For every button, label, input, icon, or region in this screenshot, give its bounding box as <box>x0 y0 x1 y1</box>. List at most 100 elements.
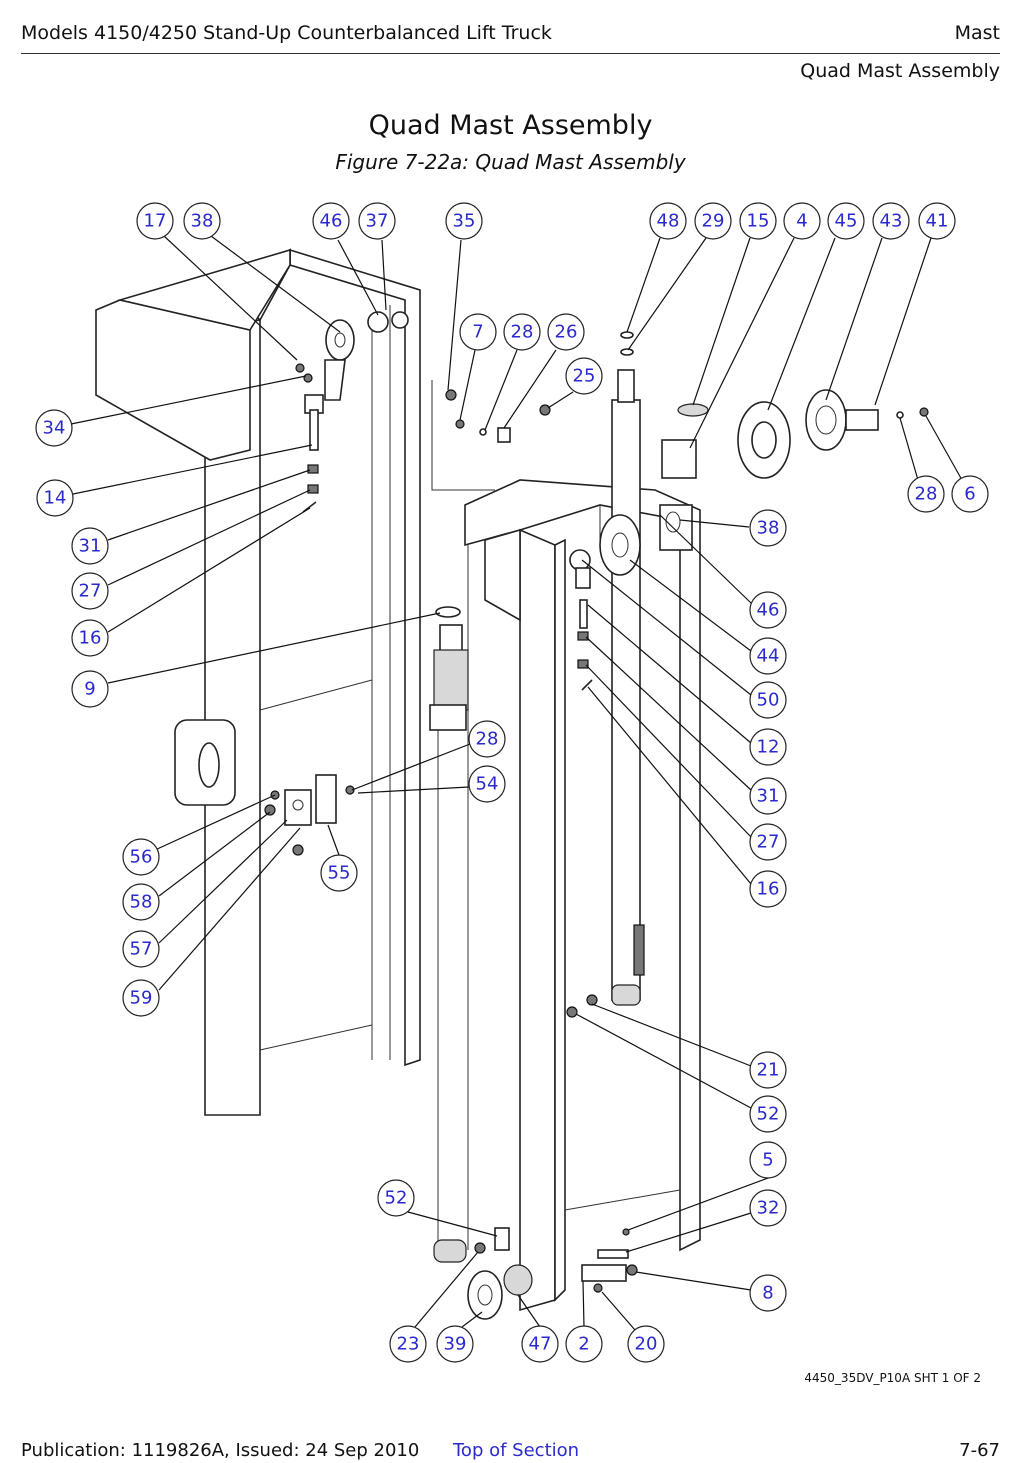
outer-mast-frame <box>95 248 421 1116</box>
callout-14: 14 <box>36 479 74 517</box>
svg-text:25: 25 <box>573 366 596 387</box>
callout-4: 4 <box>783 202 821 240</box>
callout-57: 57 <box>122 930 160 968</box>
svg-text:57: 57 <box>130 939 153 960</box>
callout-25: 25 <box>565 357 603 395</box>
callout-31: 31 <box>71 527 109 565</box>
svg-text:32: 32 <box>757 1198 780 1219</box>
callout-8: 8 <box>749 1274 787 1312</box>
callout-47: 47 <box>521 1325 559 1363</box>
svg-text:34: 34 <box>43 418 66 439</box>
publication-info: Publication: 1119826A, Issued: 24 Sep 20… <box>21 1440 420 1461</box>
svg-text:44: 44 <box>757 646 780 667</box>
svg-text:48: 48 <box>657 211 680 232</box>
svg-text:26: 26 <box>555 322 578 343</box>
svg-text:17: 17 <box>144 211 167 232</box>
svg-text:41: 41 <box>926 211 949 232</box>
svg-text:14: 14 <box>44 488 67 509</box>
svg-text:6: 6 <box>964 484 975 505</box>
svg-text:45: 45 <box>835 211 858 232</box>
callout-32: 32 <box>749 1189 787 1227</box>
svg-text:47: 47 <box>529 1334 552 1355</box>
lower-hardware <box>467 994 638 1320</box>
callout-20: 20 <box>627 1325 665 1363</box>
svg-text:38: 38 <box>191 211 214 232</box>
valve-block <box>264 774 355 856</box>
callout-55: 55 <box>320 854 358 892</box>
drawing-id: 4450_35DV_P10A SHT 1 OF 2 <box>804 1371 981 1385</box>
svg-text:4: 4 <box>796 211 807 232</box>
callout-52: 52 <box>377 1179 415 1217</box>
svg-text:29: 29 <box>702 211 725 232</box>
leader-lines <box>70 235 963 1331</box>
callout-28: 28 <box>907 475 945 513</box>
callout-6: 6 <box>951 475 989 513</box>
svg-text:59: 59 <box>130 988 153 1009</box>
callout-58: 58 <box>122 883 160 921</box>
callout-46: 46 <box>749 591 787 629</box>
svg-text:8: 8 <box>762 1283 773 1304</box>
svg-text:27: 27 <box>79 581 102 602</box>
inner-mast-frame <box>433 479 701 1312</box>
page-number: 7-67 <box>959 1440 1000 1461</box>
top-of-section-link[interactable]: Top of Section <box>453 1440 580 1461</box>
svg-text:37: 37 <box>366 211 389 232</box>
callout-54: 54 <box>468 765 506 803</box>
callout-21: 21 <box>749 1051 787 1089</box>
svg-text:52: 52 <box>385 1188 408 1209</box>
svg-text:21: 21 <box>757 1060 780 1081</box>
svg-text:9: 9 <box>84 679 95 700</box>
callout-23: 23 <box>389 1325 427 1363</box>
svg-text:16: 16 <box>757 879 780 900</box>
svg-text:27: 27 <box>757 832 780 853</box>
callout-29: 29 <box>694 202 732 240</box>
svg-text:16: 16 <box>79 628 102 649</box>
document-title: Models 4150/4250 Stand-Up Counterbalance… <box>21 22 552 44</box>
callout-16: 16 <box>71 619 109 657</box>
svg-text:35: 35 <box>453 211 476 232</box>
callout-44: 44 <box>749 637 787 675</box>
svg-text:28: 28 <box>915 484 938 505</box>
callout-46: 46 <box>312 202 350 240</box>
svg-text:2: 2 <box>578 1334 589 1355</box>
callout-38: 38 <box>183 202 221 240</box>
callout-16: 16 <box>749 870 787 908</box>
callout-15: 15 <box>739 202 777 240</box>
callout-48: 48 <box>649 202 687 240</box>
callout-37: 37 <box>358 202 396 240</box>
callout-41: 41 <box>918 202 956 240</box>
callout-27: 27 <box>749 823 787 861</box>
svg-text:54: 54 <box>476 774 499 795</box>
callout-43: 43 <box>872 202 910 240</box>
svg-text:46: 46 <box>320 211 343 232</box>
callout-39: 39 <box>436 1325 474 1363</box>
callout-7: 7 <box>459 313 497 351</box>
callout-50: 50 <box>749 681 787 719</box>
svg-text:15: 15 <box>747 211 770 232</box>
svg-text:39: 39 <box>444 1334 467 1355</box>
lift-cylinder-right <box>611 369 645 1006</box>
callout-38: 38 <box>749 509 787 547</box>
svg-text:58: 58 <box>130 892 153 913</box>
callout-12: 12 <box>749 728 787 766</box>
callout-28: 28 <box>468 720 506 758</box>
svg-text:52: 52 <box>757 1104 780 1125</box>
callout-59: 59 <box>122 979 160 1017</box>
callout-9: 9 <box>71 670 109 708</box>
chain-anchor-hardware <box>295 311 593 691</box>
callout-34: 34 <box>35 409 73 447</box>
svg-text:20: 20 <box>635 1334 658 1355</box>
svg-text:55: 55 <box>328 863 351 884</box>
svg-text:31: 31 <box>79 536 102 557</box>
lift-cylinder-center <box>429 606 469 731</box>
header-rule <box>21 53 1000 54</box>
callout-2: 2 <box>565 1325 603 1363</box>
svg-text:43: 43 <box>880 211 903 232</box>
svg-text:56: 56 <box>130 847 153 868</box>
callout-45: 45 <box>827 202 865 240</box>
callout-52: 52 <box>749 1095 787 1133</box>
svg-text:5: 5 <box>762 1150 773 1171</box>
callout-26: 26 <box>547 313 585 351</box>
callout-56: 56 <box>122 838 160 876</box>
